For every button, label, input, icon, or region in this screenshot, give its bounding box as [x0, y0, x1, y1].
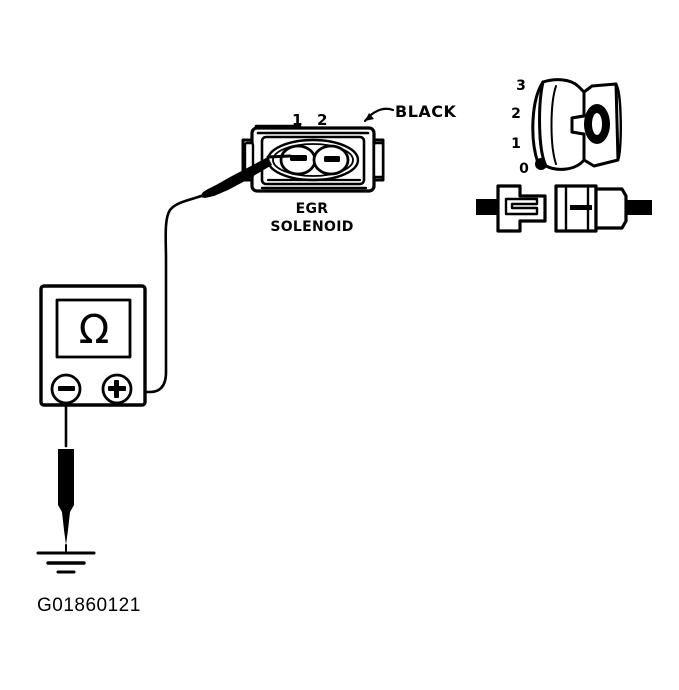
meter-positive-symbol-v [114, 380, 119, 398]
pin-1-label: 1 [292, 111, 302, 129]
meter-negative-symbol [58, 386, 75, 391]
detail-scale-label-2: 2 [511, 106, 521, 122]
meter-display [55, 298, 132, 359]
egr-solenoid-connector: 1 2 EGR SOLENOID [241, 111, 385, 235]
negative-probe-handle [58, 449, 74, 545]
detail-connector-left-body [538, 78, 586, 171]
detail-side-right-housing-b [594, 187, 628, 230]
pin-1-terminal-slot [290, 155, 307, 161]
detail-connector-left-contour [550, 85, 557, 165]
connector-left-tab [241, 138, 254, 182]
detail-side-left-latch [504, 197, 539, 216]
positive-lead-wire [144, 194, 203, 394]
meter-display-value: Ω [79, 307, 110, 353]
multimeter: Ω [39, 284, 147, 407]
ground-test-probe [58, 449, 74, 553]
black-wire-callout: BLACK [363, 102, 457, 123]
connector-detail-view: 3 2 1 0 [476, 78, 652, 233]
pin-2-label: 2 [317, 111, 327, 129]
figure-caption: G01860121 [37, 595, 141, 616]
positive-probe-handle [200, 157, 272, 198]
positive-test-probe [200, 154, 292, 198]
detail-scale-label-3: 3 [516, 78, 526, 94]
detail-connector-port-hole [592, 113, 602, 135]
detail-scale-arc-outer [531, 80, 545, 165]
detail-scale-label-1: 1 [511, 136, 521, 152]
black-callout-label: BLACK [395, 102, 457, 121]
solenoid-label-line2: SOLENOID [270, 219, 353, 235]
solenoid-label-line1: EGR [296, 201, 329, 217]
positive-probe-tip [266, 154, 292, 159]
detail-left-cable-stub [476, 199, 500, 215]
connector-right-tab-inner [372, 141, 385, 179]
connector-cavity-surround-inner [272, 143, 354, 177]
ground-symbol [36, 551, 96, 574]
black-callout-arrowhead [365, 113, 374, 121]
detail-connector-right-edge [614, 82, 622, 162]
detail-scale-label-0: 0 [519, 161, 529, 177]
pin-2-terminal-slot [324, 156, 340, 162]
detail-right-cable-stub [626, 200, 652, 215]
detail-side-right-slot [570, 205, 592, 210]
